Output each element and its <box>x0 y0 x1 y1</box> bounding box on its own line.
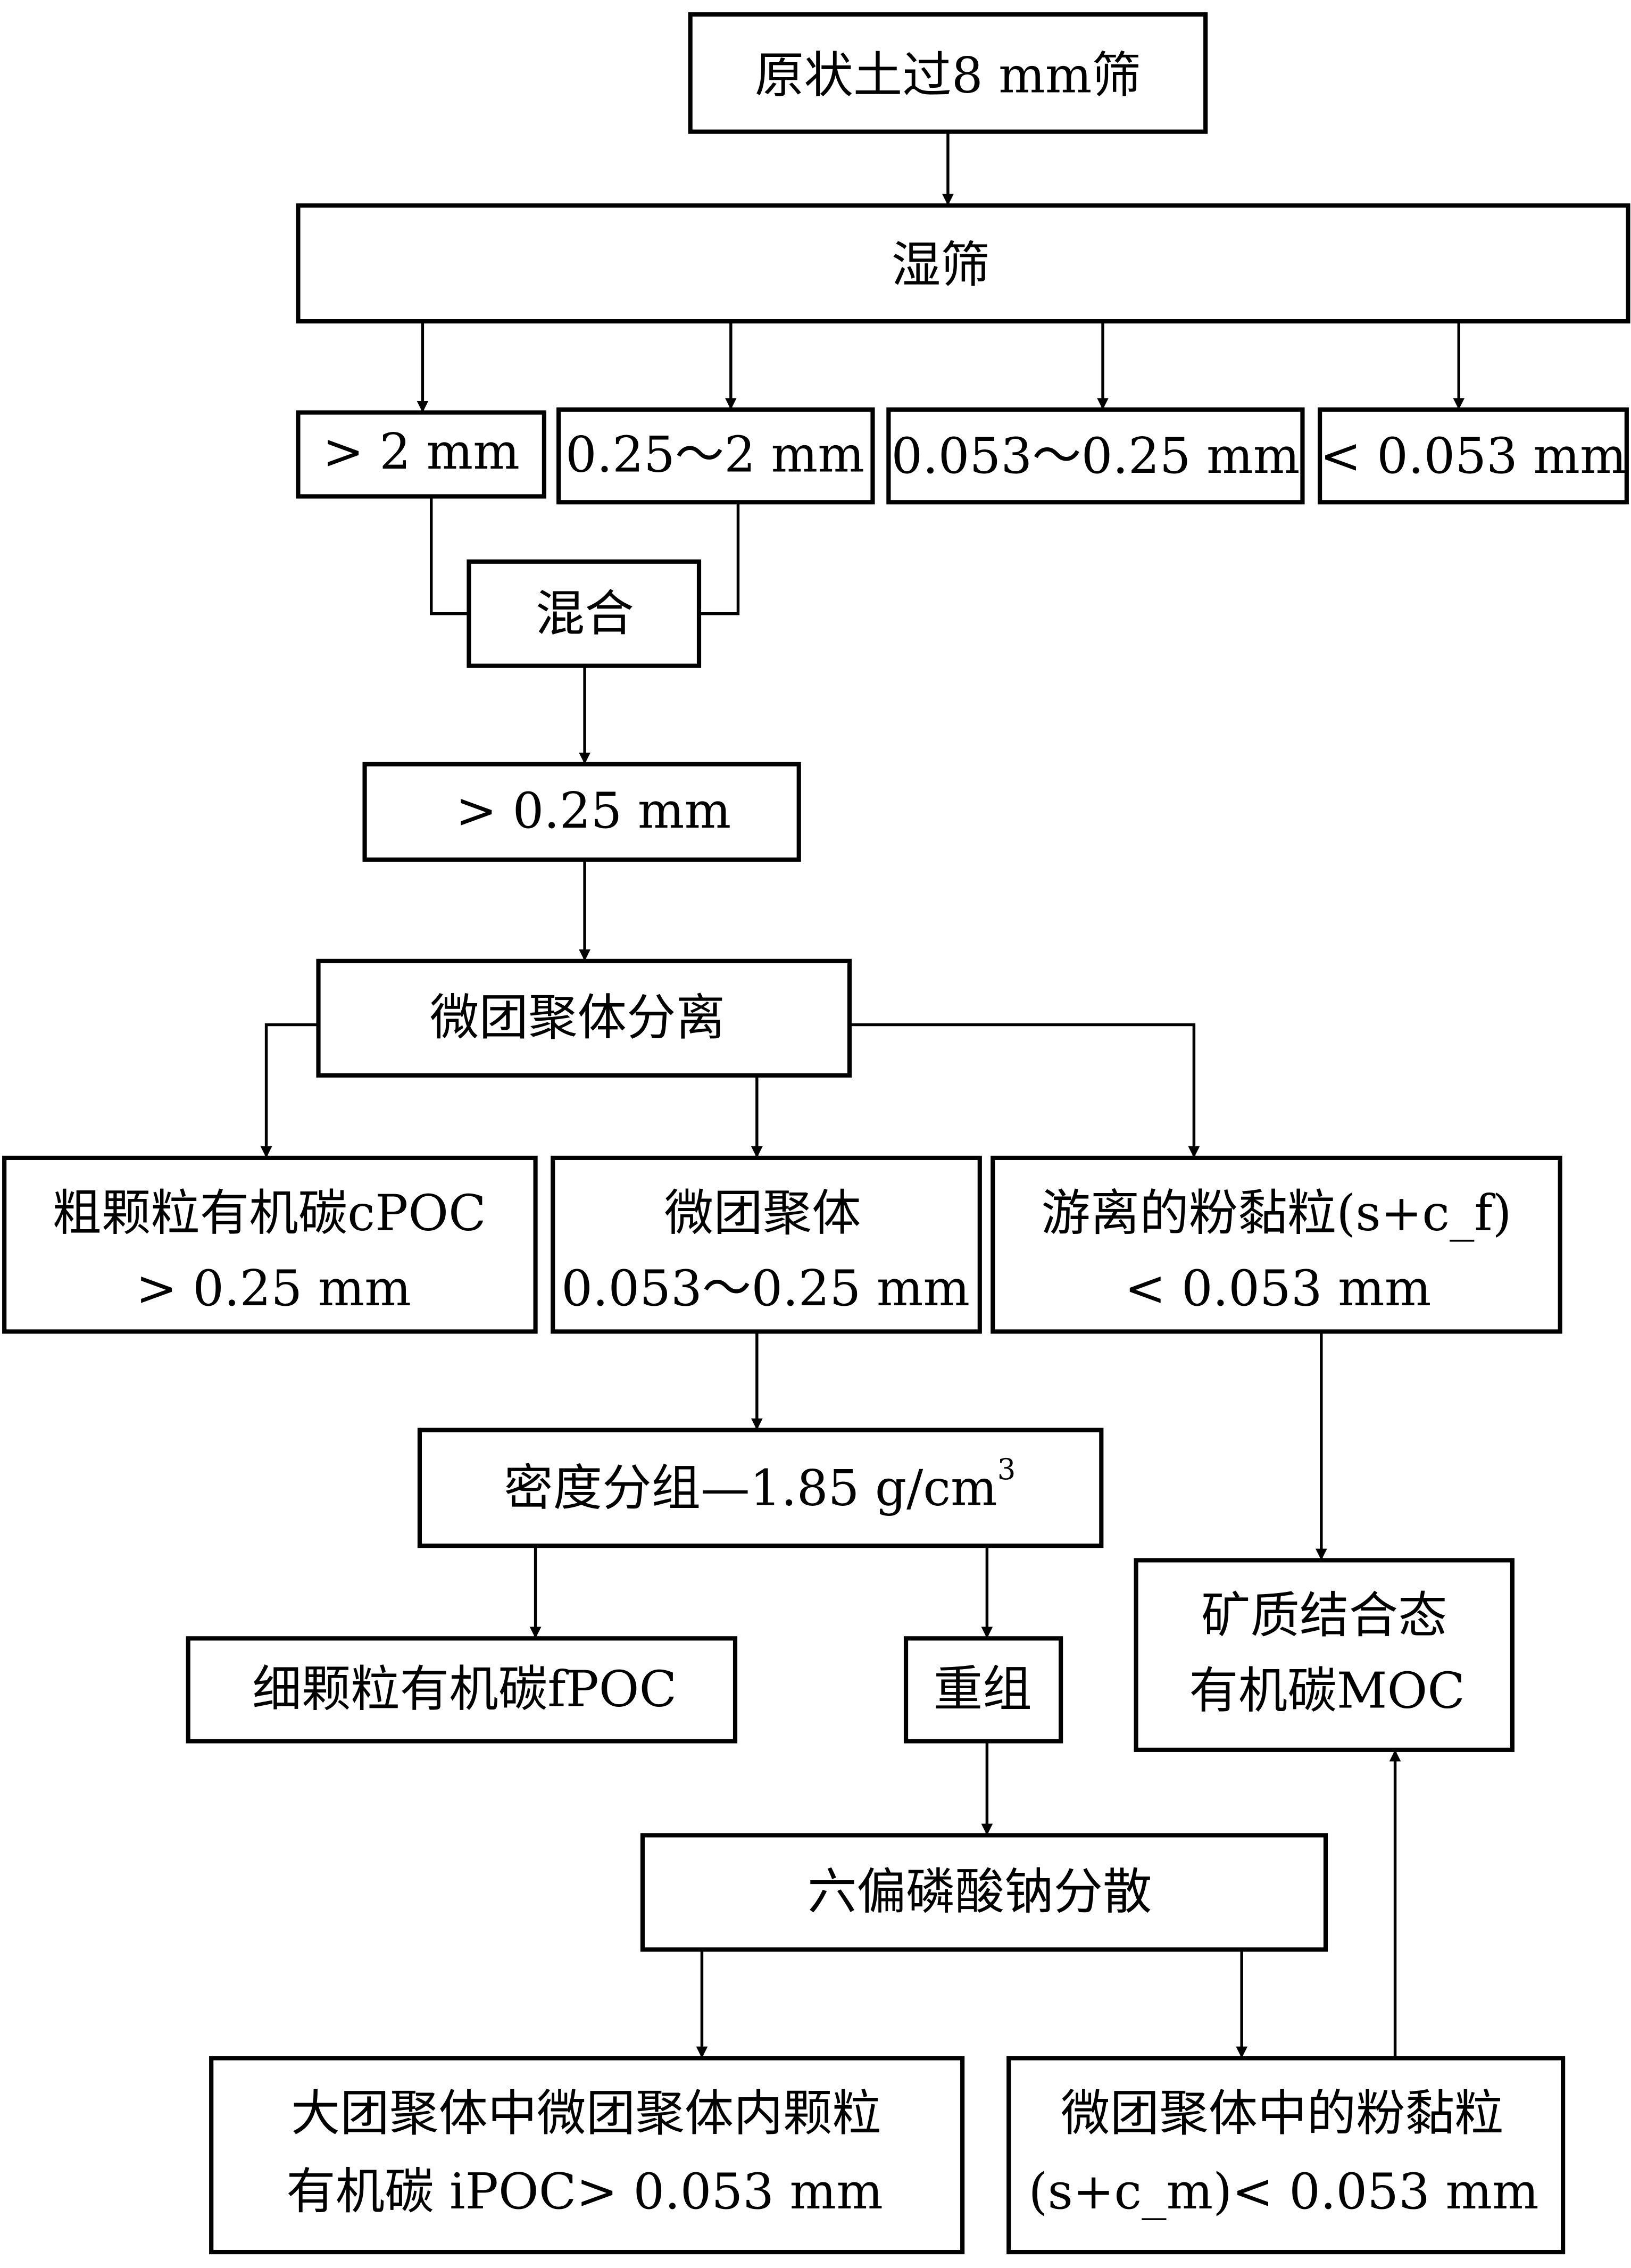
silt-clay-micro-size-label: (s+c_m)< 0.053 mm <box>1028 2163 1538 2220</box>
wet-sieve-label: 湿筛 <box>892 236 990 294</box>
arrow-sep-to-cpoc <box>260 1023 319 1158</box>
density-fraction-superscript: 3 <box>997 1452 1016 1486</box>
fraction-lt-0053mm-label: < 0.053 mm <box>1320 427 1626 485</box>
microaggregate-node: 微团聚体 0.053～0.25 mm <box>551 1155 982 1334</box>
fraction-0053-025mm-node: 0.053～0.25 mm <box>886 407 1305 505</box>
micro-separation-node: 微团聚体分离 <box>316 958 852 1078</box>
fraction-gt-2mm-label: > 2 mm <box>322 423 520 480</box>
microaggregate-size-label: 0.053～0.25 mm <box>561 1260 970 1317</box>
fpoc-node: 细颗粒有机碳fPOC <box>186 1636 738 1744</box>
heavy-fraction-node: 重组 <box>903 1636 1063 1744</box>
ipoc-size-label: 有机碳 iPOC> 0.053 mm <box>286 2163 883 2220</box>
fraction-lt-0053mm-node: < 0.053 mm <box>1318 407 1629 505</box>
gt-025mm-label: > 0.25 mm <box>456 782 731 839</box>
moc-label-line2: 有机碳MOC <box>1189 1662 1465 1719</box>
density-fraction-text: 密度分组—1.85 g/cm <box>504 1459 997 1516</box>
hmp-dispersion-label: 六偏磷酸钠分散 <box>808 1863 1152 1921</box>
free-silt-clay-label: 游离的粉黏粒(s+c_f) <box>1041 1184 1511 1241</box>
free-silt-clay-node: 游离的粉黏粒(s+c_f) < 0.053 mm <box>991 1155 1562 1334</box>
sieve-8mm-node: 原状土过8 mm筛 <box>688 12 1208 134</box>
ipoc-label: 大团聚体中微团聚体内颗粒 <box>291 2084 881 2142</box>
wet-sieve-node: 湿筛 <box>296 203 1630 324</box>
silt-clay-micro-label: 微团聚体中的粉黏粒 <box>1061 2084 1503 2142</box>
silt-clay-micro-node: 微团聚体中的粉黏粒 (s+c_m)< 0.053 mm <box>1006 2056 1566 2255</box>
connectors <box>260 131 1465 2058</box>
fraction-025-2mm-node: 0.25～2 mm <box>556 407 875 505</box>
line-025-2-to-mix <box>699 502 740 615</box>
microaggregate-label: 微团聚体 <box>664 1184 861 1241</box>
fraction-025-2mm-label: 0.25～2 mm <box>565 426 864 483</box>
density-fraction-label: 密度分组—1.85 g/cm3 <box>504 1452 1016 1516</box>
fpoc-label: 细颗粒有机碳fPOC <box>252 1661 677 1718</box>
cpoc-node: 粗颗粒有机碳cPOC > 0.25 mm <box>2 1155 538 1334</box>
cpoc-label: 粗颗粒有机碳cPOC <box>52 1184 486 1241</box>
mix-label: 混合 <box>536 585 634 643</box>
cpoc-size-label: > 0.25 mm <box>136 1260 411 1317</box>
mix-node: 混合 <box>467 559 702 668</box>
arrow-sep-to-free <box>849 1023 1200 1158</box>
sieve-8mm-label: 原状土过8 mm筛 <box>755 46 1141 104</box>
heavy-fraction-label: 重组 <box>934 1661 1032 1718</box>
fraction-0053-025mm-label: 0.053～0.25 mm <box>891 427 1300 485</box>
line-gt2-to-mix <box>429 496 469 615</box>
micro-separation-label: 微团聚体分离 <box>430 989 725 1046</box>
free-silt-clay-size-label: < 0.053 mm <box>1125 1260 1431 1317</box>
moc-label: 矿质结合态 <box>1201 1587 1447 1644</box>
hmp-dispersion-node: 六偏磷酸钠分散 <box>640 1833 1328 1952</box>
fraction-gt-2mm-node: > 2 mm <box>296 410 546 499</box>
gt-025mm-node: > 0.25 mm <box>362 762 801 862</box>
ipoc-node: 大团聚体中微团聚体内颗粒 有机碳 iPOC> 0.053 mm <box>209 2056 965 2255</box>
moc-node: 矿质结合态 有机碳MOC <box>1134 1558 1515 1752</box>
density-fraction-node: 密度分组—1.85 g/cm3 <box>417 1428 1104 1548</box>
